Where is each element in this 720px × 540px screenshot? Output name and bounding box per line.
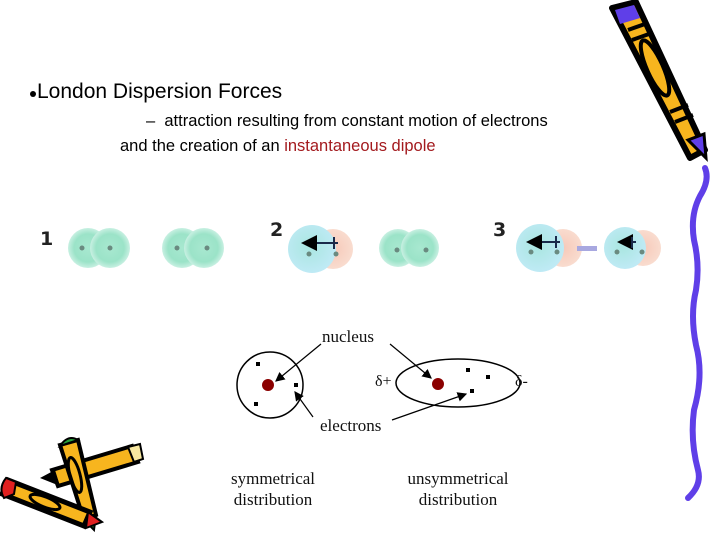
pencil-clipart-top-right-icon — [609, 0, 710, 501]
caption-line: distribution — [418, 490, 498, 509]
molecule-diagram — [68, 224, 661, 273]
caption-line: unsymmetrical — [407, 469, 509, 488]
symmetrical-caption: symmetrical distribution — [218, 468, 328, 510]
caption-line: symmetrical — [230, 469, 316, 488]
definition-text-2: and the creation of an — [120, 137, 285, 155]
electron-distribution-diagram — [236, 343, 521, 421]
heading-text: London Dispersion Forces — [37, 80, 283, 103]
definition-text-1: attraction resulting from constant motio… — [164, 112, 548, 130]
bullet-icon — [30, 91, 36, 97]
pencils-clipart-bottom-left-icon — [0, 437, 145, 533]
highlight-term: instantaneous dipole — [284, 137, 436, 155]
step-label-3: 3 — [493, 219, 507, 241]
caption-line: distribution — [233, 490, 313, 509]
dash: – — [146, 112, 156, 130]
step-label-2: 2 — [270, 219, 284, 241]
delta-minus-label: δ- — [515, 373, 528, 390]
electrons-label: electrons — [320, 416, 382, 435]
definition-line-1: – attraction resulting from constant mot… — [146, 112, 548, 131]
bullet-heading: London Dispersion Forces — [30, 80, 282, 104]
unsymmetrical-caption: unsymmetrical distribution — [392, 468, 524, 510]
definition-line-2: and the creation of an instantaneous dip… — [120, 137, 436, 156]
delta-plus-label: δ+ — [375, 373, 392, 390]
step-label-1: 1 — [40, 228, 54, 250]
nucleus-label: nucleus — [322, 327, 374, 346]
